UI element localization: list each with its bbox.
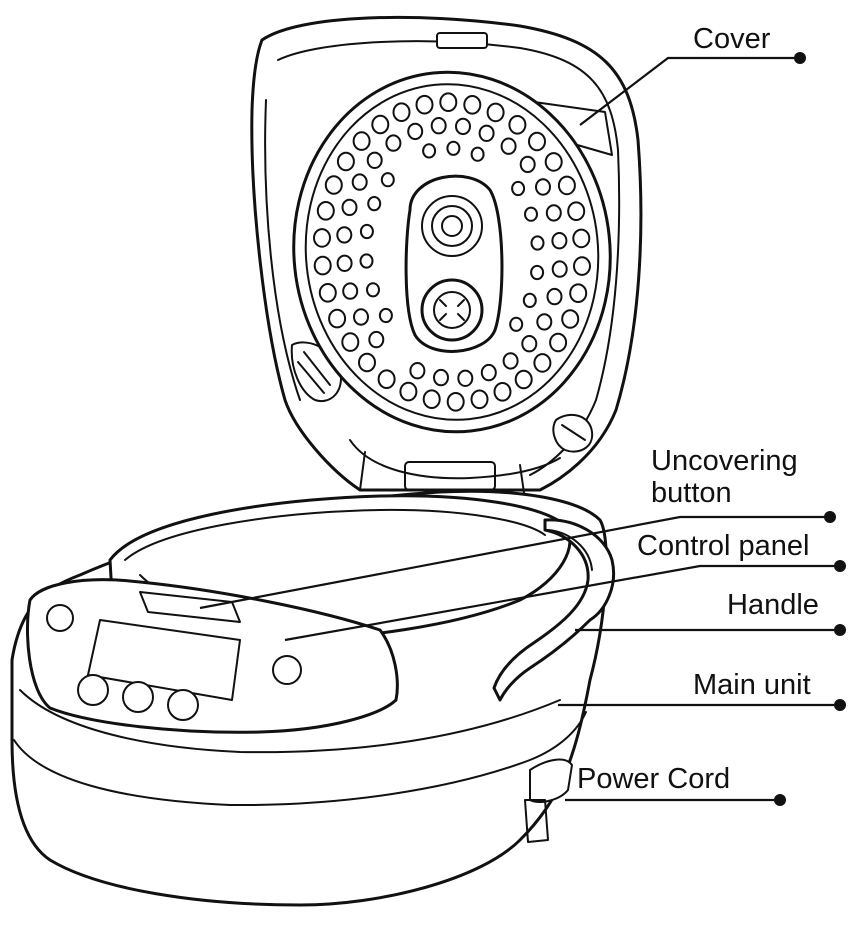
steam-hole [457,369,474,387]
control-panel-label: Control panel [637,530,810,562]
steam-hole [359,253,374,269]
steam-hole [519,155,536,174]
steam-hole [366,282,380,298]
steam-hole [380,172,395,188]
steam-hole [509,316,524,332]
steam-hole [358,352,376,373]
steam-hole [511,180,526,197]
steam-hole [378,307,393,324]
steam-hole [470,389,489,410]
steam-hole [415,94,434,115]
steam-hole [561,309,580,329]
steam-hole [502,352,519,370]
steam-hole [557,175,576,196]
steam-hole [551,232,568,250]
steam-hole [341,332,360,352]
steam-hole [455,117,471,136]
handle-dot [834,624,846,636]
handle-label: Handle [727,589,819,621]
steam-hole [366,151,383,170]
uncovering-button-label-line2: button [651,477,732,509]
steam-hole [549,332,568,353]
steam-hole [533,353,552,373]
main-unit-body [10,489,615,907]
steam-hole [514,369,533,390]
uncovering-button-label-line1: Uncovering [651,445,798,477]
steam-hole [545,204,562,222]
control-panel-dot [834,560,846,572]
steam-hole [486,102,505,123]
cover-leader [579,56,800,126]
steam-hole [544,152,563,172]
steam-hole [359,223,374,240]
labels: Cover Uncovering button Control panel Ha… [577,23,819,795]
control-panel-leader [284,564,840,642]
steam-hole [508,115,527,135]
steam-hole [551,260,568,278]
steam-hole [352,131,371,151]
steam-hole [522,292,537,308]
steam-hole [569,283,588,304]
power-cord-dot [774,794,786,806]
steam-hole [336,151,355,172]
main-unit-dot [834,699,846,711]
steam-hole [439,92,458,112]
steam-hole [367,196,382,212]
steam-hole [392,102,411,122]
steam-hole [493,382,512,402]
steam-hole [368,330,385,349]
steam-hole [318,283,337,303]
main-unit-label: Main unit [693,669,811,701]
steam-hole [422,389,441,410]
steam-hole [573,256,591,276]
cover-dot [794,52,806,64]
steam-hole [530,264,545,281]
power-cord-label: Power Cord [577,763,730,795]
steam-hole [342,282,359,300]
steam-hole [351,173,368,191]
steam-hole [572,228,591,249]
steam-hole [336,226,353,244]
steam-hole [480,363,497,382]
steam-hole [535,178,551,196]
steam-hole [336,254,353,272]
steam-hole [353,308,369,326]
steam-hole [341,198,358,217]
steam-hole [470,146,485,162]
inner-lid-plate [292,70,612,434]
steam-hole [324,175,343,195]
steam-hole [546,287,563,306]
steam-hole [536,313,553,331]
steam-hole [433,368,449,387]
steam-hole [371,114,390,135]
uncovering-button-dot [824,511,836,523]
steam-hole [446,140,461,156]
steam-hole [528,131,546,152]
steam-hole [567,201,586,221]
steam-hole [463,95,482,115]
steam-hole [316,201,335,221]
steam-hole [385,134,402,152]
uncovering-button-leader [199,515,830,610]
steam-hole [530,235,545,251]
leader-lines [199,52,846,806]
cover-label: Cover [693,23,771,55]
steam-hole [430,117,447,135]
steam-hole [377,369,396,390]
steam-holes [313,92,591,412]
steam-hole [409,362,426,380]
steam-hole [407,122,424,141]
steam-hole [422,143,437,159]
steam-hole [524,206,538,222]
steam-hole [478,124,495,143]
steam-hole [500,137,517,155]
steam-hole [446,392,465,412]
steam-hole [521,335,538,353]
steam-hole [313,255,332,276]
steam-hole [328,308,347,329]
steam-hole [313,228,331,248]
steam-hole [399,381,418,402]
